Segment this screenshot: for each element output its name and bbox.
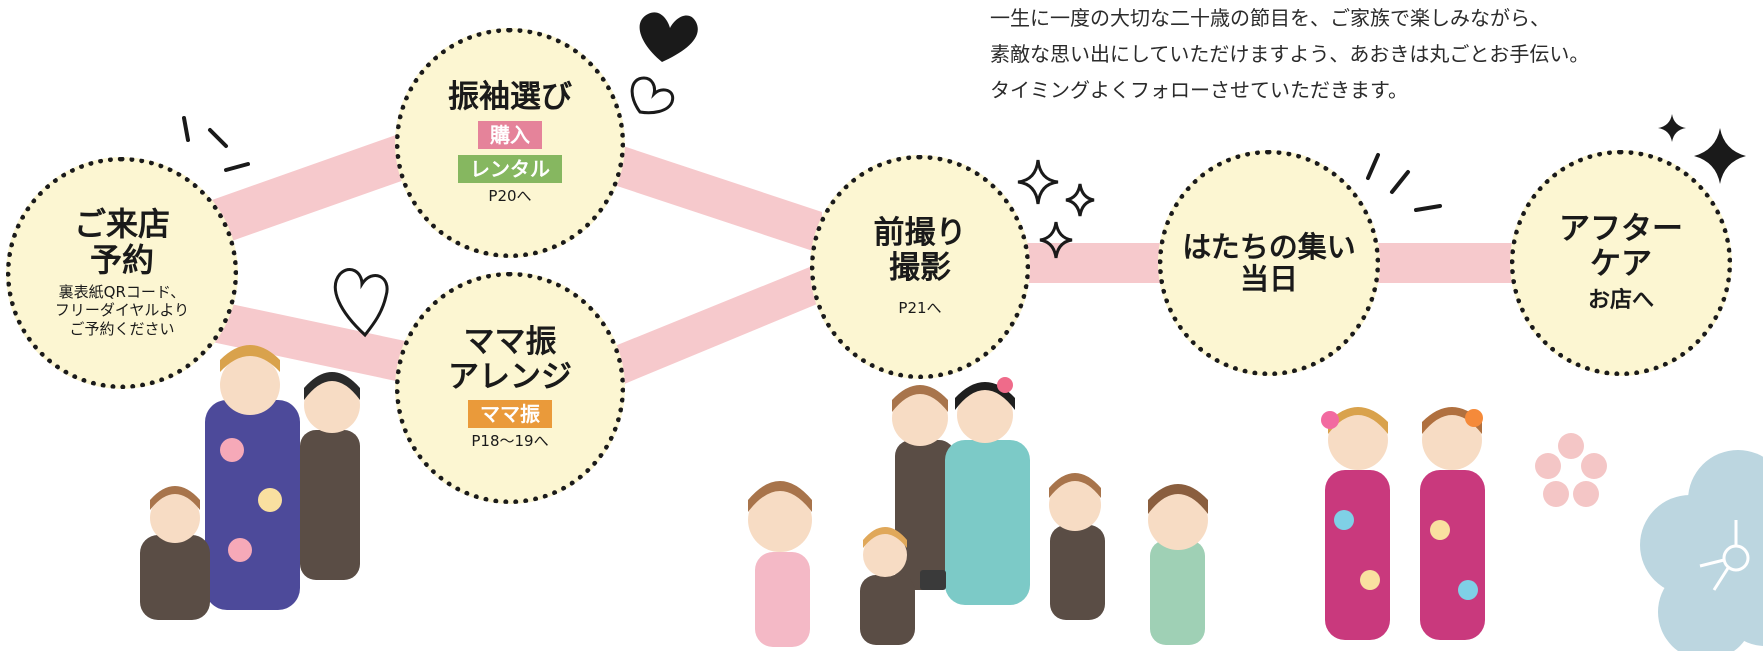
step-title-line: 振袖選び [448,79,572,116]
heart-outline-icon [333,268,389,338]
connector-ceremony-to-aftercare [1370,243,1520,283]
connector-furisode-to-photo [605,140,822,254]
step-title: はたちの集い 当日 [1182,229,1356,296]
badge-mamafuri: ママ振 [468,400,552,429]
step-note-line: ご予約ください [69,320,175,339]
step-photo-shoot: 前撮り 撮影 P21へ [810,155,1030,379]
step-furisode-selection: 振袖選び 購入 レンタル P20へ [395,28,625,258]
people-illustration [140,345,1485,647]
step-title-line: アレンジ [448,358,572,395]
sparkle-icon [1658,114,1746,184]
heart-outline-icon [630,76,675,115]
page-reference: P21へ [898,299,942,318]
step-title-line: 予約 [89,240,154,279]
step-title-line: ご来店 [73,205,170,244]
step-sub: お店へ [1587,288,1654,314]
connector-reservation-to-mamafuri [212,300,410,384]
intro-line: タイミングよくフォローさせていただきます。 [990,78,1408,102]
step-title-line: はたちの集い [1182,229,1356,264]
plum-blossom-icon [1640,450,1763,651]
plum-blossom-icon [1535,433,1607,507]
connector-mamafuri-to-photo [605,262,822,392]
intro-line: 素敵な思い出にしていただけますよう、あおきは丸ごとお手伝い。 [990,42,1590,66]
step-note: 裏表紙QRコード、 フリーダイヤルより ご予約ください [55,283,189,339]
step-reservation: ご来店 予約 裏表紙QRコード、 フリーダイヤルより ご予約ください [6,157,238,389]
plum-blossom-center [1699,520,1750,591]
step-title: ご来店 予約 [73,205,170,279]
intro-line: 一生に一度の大切な二十歳の節目を、ご家族で楽しみながら、 [990,6,1550,30]
intro-text: 一生に一度の大切な二十歳の節目を、ご家族で楽しみながら、 素敵な思い出にしていた… [990,0,1589,108]
sparkle-icon [1017,159,1095,259]
badge-purchase: 購入 [478,120,542,149]
step-title-line: 前撮り [873,214,967,251]
step-ceremony-day: はたちの集い 当日 [1158,150,1380,376]
connector-photo-to-ceremony [1020,243,1170,283]
step-title-line: ママ振 [463,323,557,360]
step-title-line: アフター [1559,210,1683,247]
emphasis-lines-icon [182,116,250,172]
emphasis-lines-icon [1366,153,1442,212]
step-aftercare: アフター ケア お店へ [1510,150,1732,376]
step-title: 振袖選び [448,80,572,115]
page-reference: P18〜19へ [471,432,549,451]
step-title: 前撮り 撮影 [874,216,967,285]
flow-connectors [212,130,1520,392]
heart-icon [639,12,698,63]
step-title: ママ振 アレンジ [448,325,572,394]
step-title-line: ケア [1590,245,1652,282]
step-mamafuri-arrange: ママ振 アレンジ ママ振 P18〜19へ [395,272,625,504]
connector-reservation-to-furisode [212,130,410,248]
badge-rental: レンタル [458,154,562,183]
step-note-line: フリーダイヤルより [54,301,190,320]
step-note-line: 裏表紙QRコード、 [58,282,186,301]
step-title-line: 撮影 [889,249,951,286]
step-title: アフター ケア [1559,212,1683,281]
page-reference: P20へ [488,186,532,205]
step-title-line: 当日 [1239,262,1298,296]
